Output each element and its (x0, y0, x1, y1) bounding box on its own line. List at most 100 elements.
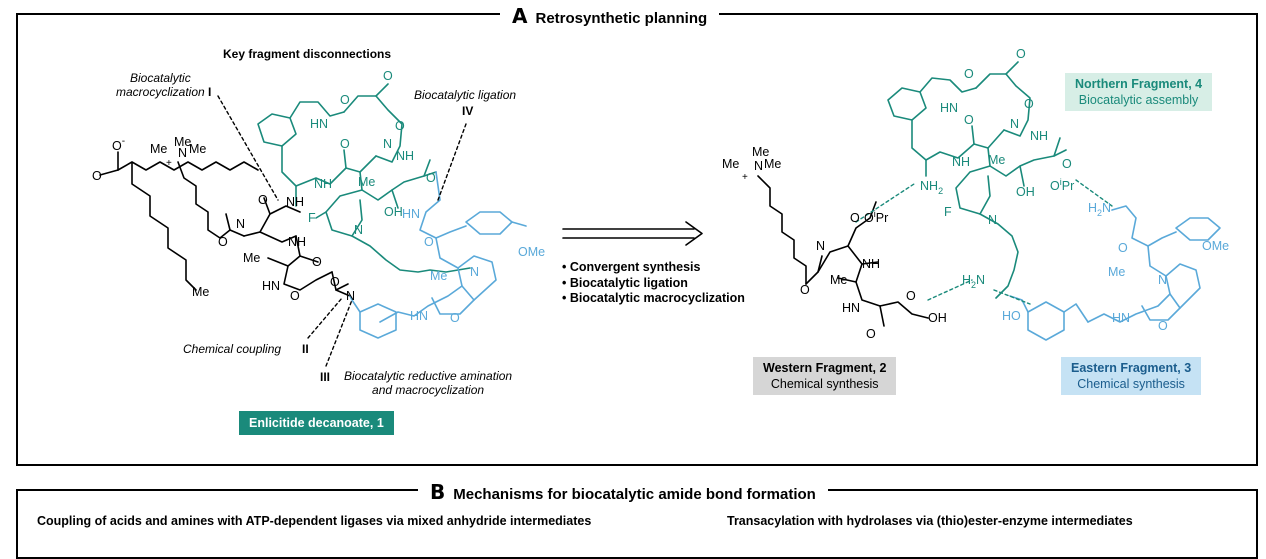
disconnection-lines (217, 95, 467, 367)
eastern-fragment-box: Eastern Fragment, 3 Chemical synthesis (1061, 357, 1202, 395)
atom-oh-n: OH (1016, 185, 1035, 199)
atom-plus: + (166, 158, 172, 169)
atom-n-indole: N (354, 223, 363, 237)
label-reductive-l1: Biocatalytic reductive amination (344, 369, 513, 383)
label-ligation: Biocatalytic ligation (414, 88, 517, 102)
atom-n-e: N (1158, 273, 1167, 287)
structure-drawing: O- O Me Me Me Me N + N O O NH NH Me HN O… (92, 47, 1229, 367)
atom-o-n1: O (964, 67, 974, 81)
atom-me-n: Me (988, 153, 1005, 167)
atom-o-blue2: O (450, 311, 460, 325)
numeral-ii: II (302, 342, 309, 356)
atom-n-teal1: N (383, 137, 392, 151)
atom-o6: O (290, 289, 300, 303)
ammonium-chain (177, 161, 245, 239)
atom-o-n5: O (1062, 157, 1072, 171)
western-fragment-name: Western Fragment, 2 (763, 361, 887, 375)
numeral-iv: IV (462, 104, 474, 118)
atom-o2: O (218, 235, 228, 249)
atom-nh-n2: NH (952, 155, 970, 169)
atom-ho-e: HO (1002, 309, 1021, 323)
western-fragment-method: Chemical synthesis (770, 377, 879, 391)
panel-a-letter: A (512, 4, 528, 28)
western-fragment-box: Western Fragment, 2 Chemical synthesis (753, 357, 897, 395)
disconnections-heading: Key fragment disconnections (223, 47, 392, 61)
atom-o-teal5: O (426, 171, 436, 185)
black-backbone (243, 197, 351, 297)
atom-nh1: NH (286, 195, 304, 209)
atom-me-blue: Me (430, 269, 447, 283)
atom-hn-e: HN (1112, 311, 1130, 325)
atom-oh-teal: OH (384, 205, 403, 219)
atom-hn-w: HN (842, 301, 860, 315)
label-reductive-l2: and macrocyclization (372, 383, 485, 397)
atom-o-w4: O (906, 289, 916, 303)
teal-macrocycle (257, 83, 471, 273)
atom-oipr-w: OiPr (864, 209, 888, 225)
atom-o-teal3: O (395, 119, 405, 133)
numeral-i: I (208, 85, 212, 99)
atom-nh-teal2: NH (314, 177, 332, 191)
atom-hn-n1: HN (940, 101, 958, 115)
atom-hn1: HN (262, 279, 280, 293)
atom-oipr-n: OiPr (1050, 177, 1074, 193)
numeral-iii: III (320, 370, 331, 384)
atom-hn-blue: HN (402, 207, 420, 221)
atom-o3: O (258, 193, 268, 207)
atom-me-e: Me (1108, 265, 1125, 279)
label-reductive: Biocatalytic reductive amination and mac… (344, 369, 512, 397)
hbond-lines (855, 179, 1113, 305)
atom-f-teal: F (308, 211, 316, 225)
atom-o-e2: O (1158, 319, 1168, 333)
eastern-fragment-method: Chemical synthesis (1077, 377, 1185, 391)
label-macrocyclization-l1: Biocatalytic (130, 71, 191, 85)
panel-b-letter: B (430, 480, 446, 504)
atom-oh-w: OH (928, 311, 947, 325)
atom-ome-e: OMe (1202, 239, 1229, 253)
atom-f-n: F (944, 205, 952, 219)
atom-hn-teal: HN (310, 117, 328, 131)
panel-b-title-text: Mechanisms for biocatalytic amide bond f… (453, 486, 816, 503)
atom-me: Me (192, 285, 209, 299)
northern-fragment-method: Biocatalytic assembly (1078, 93, 1199, 107)
atom-n-w: N (754, 159, 763, 173)
atom-me-left: Me (150, 142, 167, 156)
atom-me2: Me (243, 251, 260, 265)
atom-n2: N (346, 289, 355, 303)
atom-me-w3: Me (764, 157, 781, 171)
panel-b-left-heading: Coupling of acids and amines with ATP-de… (37, 514, 592, 528)
label-coupling: Chemical coupling (183, 342, 282, 356)
atom-me-teal: Me (358, 175, 375, 189)
atom-o-n3: O (1024, 97, 1034, 111)
atom-o-teal4: O (340, 137, 350, 151)
compound-label-box: Enlicitide decanoate, 1 (239, 411, 394, 435)
atom-nh-w: NH (862, 257, 880, 271)
atom-plus-w: + (742, 172, 748, 183)
atom-o-w3: O (866, 327, 876, 341)
atom-o-w1: O (800, 283, 810, 297)
atom-n-indole-r: N (988, 213, 997, 227)
northern-fragment-name: Northern Fragment, 4 (1075, 77, 1203, 91)
atom-n1: N (236, 217, 245, 231)
atom-nh2: NH (288, 235, 306, 249)
atom-o-e1: O (1118, 241, 1128, 255)
atom-me-top: Me (174, 135, 191, 149)
atom-o: O (92, 169, 102, 183)
strategy-item: • Biocatalytic ligation (562, 275, 688, 290)
atom-o-blue1: O (424, 235, 434, 249)
atom-o-w2: O (850, 211, 860, 225)
atom-me-w2: Me (722, 157, 739, 171)
atom-h2n-e: H2N (1088, 201, 1111, 218)
panel-a-title-text: Retrosynthetic planning (535, 10, 708, 27)
decanoate-chain (99, 151, 259, 291)
atom-me-right: Me (189, 142, 206, 156)
label-macrocyclization-l2: macrocyclization (116, 85, 205, 99)
atom-o5: O (330, 275, 340, 289)
atom-h2n-n: H2N (962, 273, 985, 290)
atom-o4: O (312, 255, 322, 269)
eastern-fragment-name: Eastern Fragment, 3 (1071, 361, 1192, 375)
atom-o-minus: O- (112, 136, 125, 153)
atom-nh-n1: NH (1030, 129, 1048, 143)
blue-eastern-left (349, 171, 527, 339)
atom-me-w1: Me (752, 145, 769, 159)
